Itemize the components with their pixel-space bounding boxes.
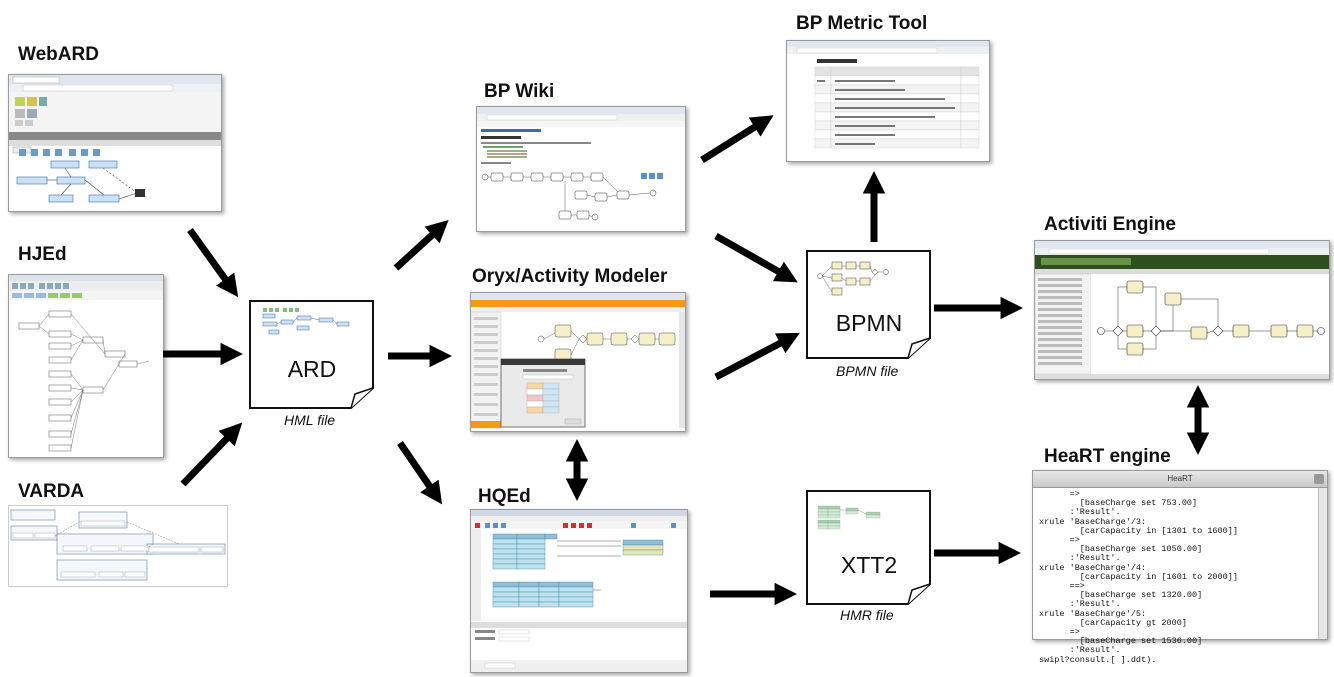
webard-label: WebARD (18, 44, 99, 65)
hjed-screenshot (8, 274, 164, 458)
activiti-screenshot (1034, 240, 1330, 380)
heart-terminal-title: HeaRT (1167, 474, 1193, 483)
webard-screenshot (8, 74, 222, 212)
arrow-webard-to-ard (187, 227, 239, 298)
ard-document: ARD (249, 300, 375, 410)
bpmn-document-title: BPMN (835, 310, 903, 336)
bpmn-document: BPMN (806, 250, 932, 360)
bpmetric-label: BP Metric Tool (796, 13, 928, 34)
heart-terminal-text: => [baseCharge set 753.00] :'Result'. xr… (1039, 489, 1238, 665)
arrow-ard-to-hqed (397, 441, 443, 505)
hjed-label: HJEd (18, 244, 67, 265)
oryx-label: Oryx/Activity Modeler (472, 266, 668, 287)
varda-screenshot (8, 505, 228, 587)
xtt2-document: XTT2 (806, 490, 932, 606)
arrow-ard-to-bpwiki (393, 219, 449, 271)
oryx-screenshot (470, 292, 686, 432)
hqed-screenshot (470, 509, 688, 673)
ard-caption: HML file (284, 412, 336, 428)
hqed-label: HQEd (478, 486, 531, 507)
close-icon[interactable] (1314, 474, 1324, 484)
bpwiki-label: BP Wiki (484, 81, 555, 102)
arrow-bpwiki-to-bpmn (714, 232, 798, 283)
bpmetric-screenshot (786, 40, 990, 162)
activiti-label: Activiti Engine (1044, 214, 1176, 235)
xtt2-caption: HMR file (840, 607, 894, 623)
heart-label: HeaRT engine (1044, 446, 1171, 467)
bpwiki-screenshot (476, 106, 686, 232)
arrow-varda-to-ard (180, 422, 243, 487)
varda-label: VARDA (18, 481, 85, 502)
arrow-oryx-to-bpmn (714, 332, 800, 381)
xtt2-document-title: XTT2 (840, 552, 898, 578)
heart-terminal-window: HeaRT => [baseCharge set 753.00] :'Resul… (1032, 470, 1328, 664)
heart-terminal-titlebar: HeaRT (1033, 471, 1327, 488)
bpmn-caption: BPMN file (836, 363, 899, 379)
arrow-bpwiki-to-bpmetric (700, 115, 774, 163)
ard-document-title: ARD (287, 356, 337, 382)
heart-terminal-scrollbar[interactable] (1318, 488, 1327, 639)
